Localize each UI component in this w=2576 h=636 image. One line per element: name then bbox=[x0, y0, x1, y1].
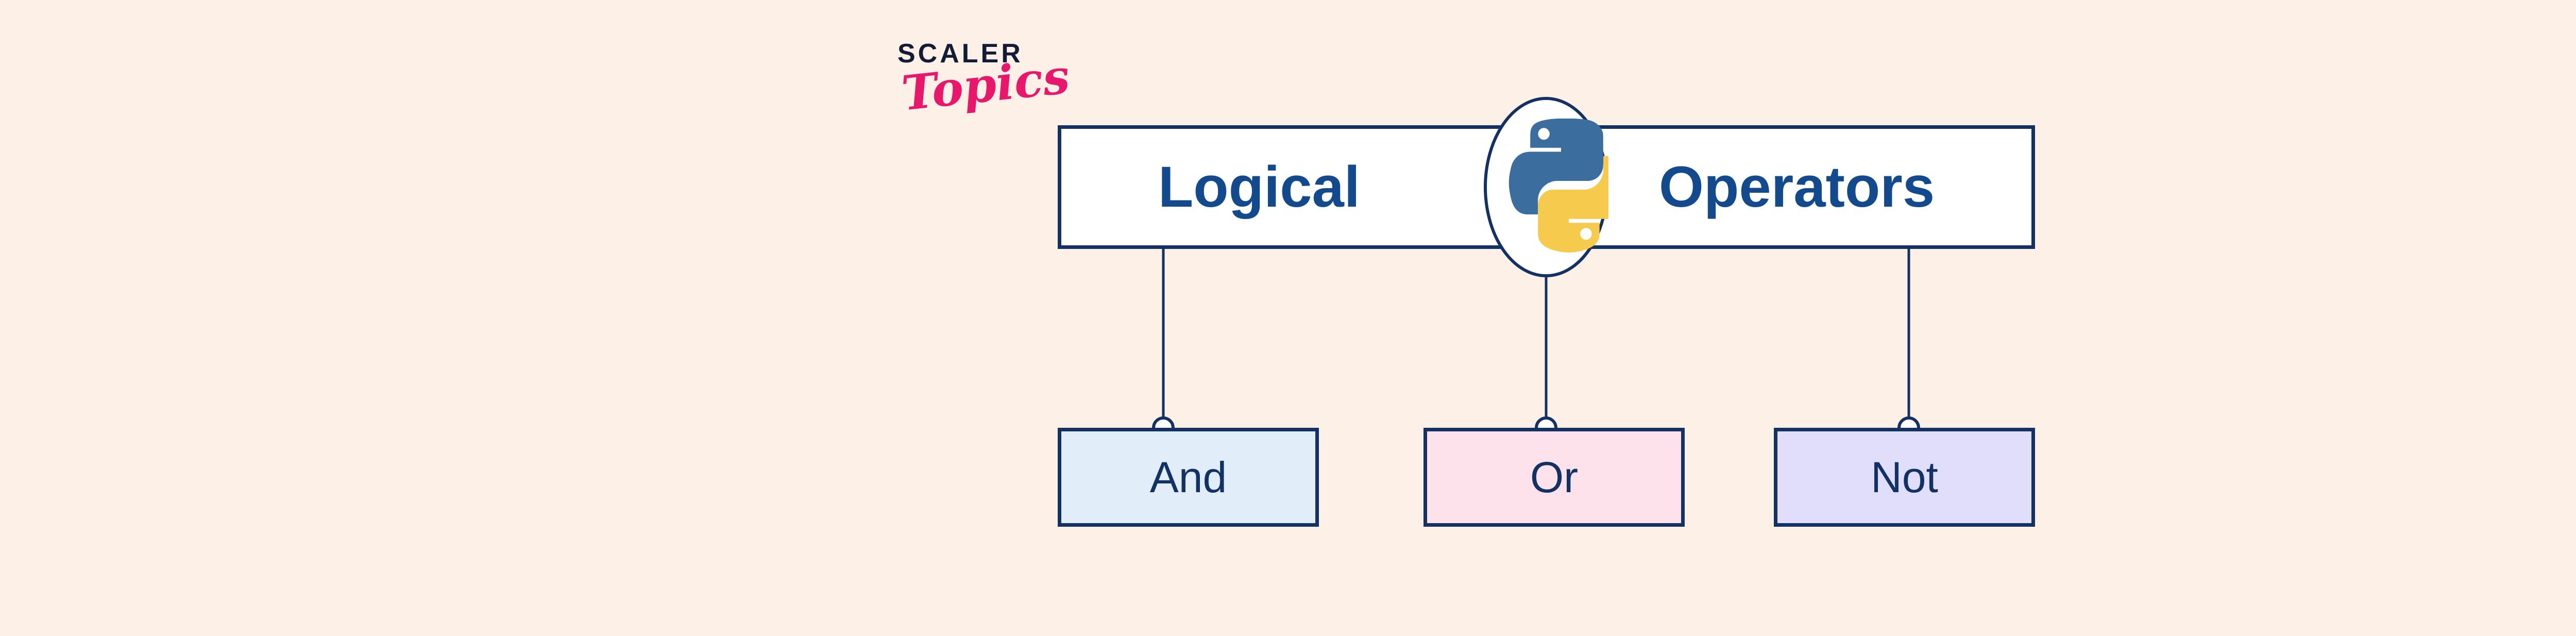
connector-not bbox=[1897, 249, 1920, 439]
scaler-topics-logo: SCALER Topics bbox=[897, 39, 1072, 138]
logo-scaler-text: SCALER bbox=[897, 39, 1023, 69]
connector-or bbox=[1535, 277, 1557, 439]
operator-label-not: Not bbox=[1871, 453, 1938, 501]
connector-and bbox=[1152, 249, 1175, 439]
operator-box-and[interactable]: And bbox=[1058, 428, 1319, 527]
operator-box-not[interactable]: Not bbox=[1774, 428, 2035, 527]
operator-label-and: And bbox=[1149, 453, 1227, 501]
title-box: Logical Operators bbox=[1058, 125, 2035, 249]
title-word-right: Operators bbox=[1658, 155, 1935, 219]
operator-label-or: Or bbox=[1530, 453, 1579, 501]
title-word-left: Logical bbox=[1158, 155, 1360, 219]
operator-box-or[interactable]: Or bbox=[1423, 428, 1685, 527]
